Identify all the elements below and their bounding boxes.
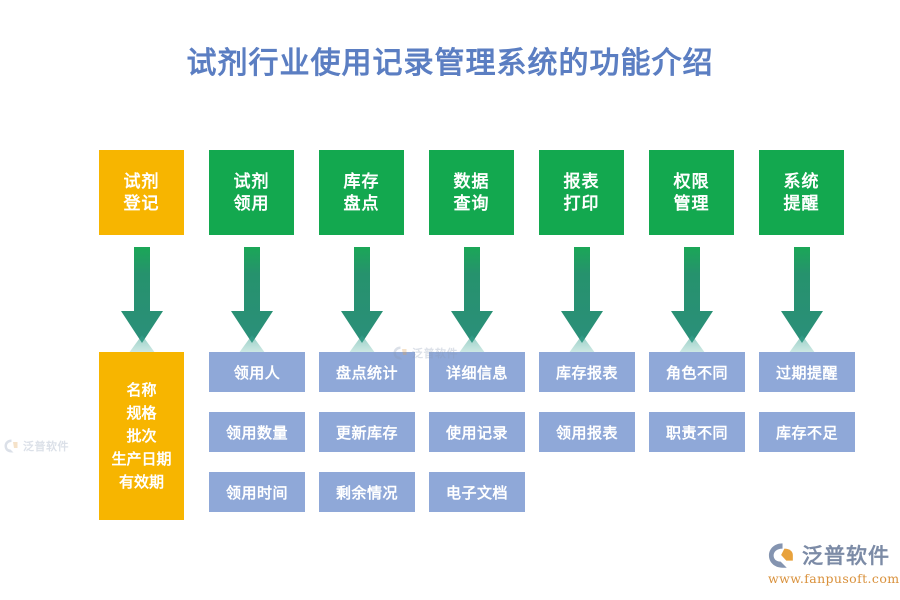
detail-box[interactable]: 领用数量: [209, 412, 305, 452]
arrow-connector-permission-management: [649, 247, 734, 372]
category-label-line1: 试剂: [123, 171, 160, 192]
detail-stack-data-query: 详细信息使用记录电子文档: [429, 352, 525, 532]
down-arrow-icon: [670, 247, 713, 343]
detail-label: 规格: [126, 403, 157, 422]
category-label-line2: 登记: [123, 193, 160, 214]
flow-column-inventory-count: 库存盘点盘点统计更新库存剩余情况: [319, 150, 415, 522]
down-arrow-icon: [120, 247, 163, 343]
detail-label: 库存不足: [775, 423, 838, 442]
detail-label: 名称: [126, 380, 157, 399]
flow-column-reagent-requisition: 试剂领用领用人领用数量领用时间: [209, 150, 305, 522]
detail-label: 角色不同: [665, 363, 728, 382]
detail-label: 使用记录: [445, 423, 508, 442]
detail-box[interactable]: 详细信息: [429, 352, 525, 392]
category-label-line2: 盘点: [343, 193, 380, 214]
detail-stack-reagent-requisition: 领用人领用数量领用时间: [209, 352, 305, 532]
page-title: 试剂行业使用记录管理系统的功能介绍: [186, 46, 714, 81]
detail-label: 电子文档: [445, 483, 508, 502]
flow-diagram: 试剂登记名称规格批次生产日期有效期试剂领用领用人领用数量领用时间库存盘点盘点统计…: [99, 150, 855, 522]
detail-box[interactable]: 领用时间: [209, 472, 305, 512]
detail-stack-permission-management: 角色不同职责不同: [649, 352, 745, 472]
category-label-line2: 管理: [673, 193, 710, 214]
logo-name: 泛普软件: [802, 544, 890, 568]
detail-label: 过期提醒: [775, 363, 838, 382]
detail-label: 领用时间: [225, 483, 288, 502]
detail-label: 剩余情况: [335, 483, 398, 502]
detail-label: 盘点统计: [335, 363, 398, 382]
detail-stack-inventory-count: 盘点统计更新库存剩余情况: [319, 352, 415, 532]
category-label-line2: 打印: [563, 193, 600, 214]
detail-box[interactable]: 领用报表: [539, 412, 635, 452]
category-label-line1: 库存: [343, 171, 380, 192]
category-label-line1: 报表: [563, 171, 600, 192]
category-label-line1: 系统: [783, 171, 820, 192]
detail-box[interactable]: 过期提醒: [759, 352, 855, 392]
down-arrow-icon: [340, 247, 383, 343]
detail-box[interactable]: 剩余情况: [319, 472, 415, 512]
category-label-line1: 数据: [453, 171, 490, 192]
flow-column-report-printing: 报表打印库存报表领用报表: [539, 150, 635, 522]
detail-label: 领用数量: [225, 423, 288, 442]
detail-box[interactable]: 领用人: [209, 352, 305, 392]
detail-box[interactable]: 盘点统计: [319, 352, 415, 392]
category-label-line1: 试剂: [233, 171, 270, 192]
category-box-data-query[interactable]: 数据查询: [429, 150, 514, 235]
category-box-permission-management[interactable]: 权限管理: [649, 150, 734, 235]
detail-box-reagent-registration[interactable]: 名称规格批次生产日期有效期: [99, 352, 184, 520]
flow-column-reagent-registration: 试剂登记名称规格批次生产日期有效期: [99, 150, 195, 522]
detail-box[interactable]: 库存报表: [539, 352, 635, 392]
detail-stack-system-reminder: 过期提醒库存不足: [759, 352, 855, 472]
category-label-line2: 领用: [233, 193, 270, 214]
arrow-connector-reagent-requisition: [209, 247, 294, 372]
category-box-reagent-requisition[interactable]: 试剂领用: [209, 150, 294, 235]
arrow-connector-reagent-registration: [99, 247, 184, 372]
arrow-connector-data-query: [429, 247, 514, 372]
detail-box[interactable]: 职责不同: [649, 412, 745, 452]
detail-label: 详细信息: [445, 363, 508, 382]
arrow-connector-report-printing: [539, 247, 624, 372]
category-box-reagent-registration[interactable]: 试剂登记: [99, 150, 184, 235]
fanpu-logo-icon: [4, 439, 18, 453]
detail-label: 更新库存: [335, 423, 398, 442]
category-label-line1: 权限: [673, 171, 710, 192]
detail-box[interactable]: 使用记录: [429, 412, 525, 452]
detail-label: 职责不同: [665, 423, 728, 442]
detail-label: 生产日期: [111, 449, 172, 468]
category-box-report-printing[interactable]: 报表打印: [539, 150, 624, 235]
fanpu-logo-icon: [768, 542, 793, 568]
detail-box[interactable]: 电子文档: [429, 472, 525, 512]
watermark-left: 泛普软件: [4, 438, 69, 454]
detail-box[interactable]: 库存不足: [759, 412, 855, 452]
detail-box[interactable]: 更新库存: [319, 412, 415, 452]
detail-label: 库存报表: [555, 363, 618, 382]
down-arrow-icon: [230, 247, 273, 343]
detail-label: 领用人: [233, 363, 281, 382]
detail-box[interactable]: 角色不同: [649, 352, 745, 392]
logo-url: www.fanpusoft.com: [768, 571, 900, 586]
brand-logo: 泛普软件 www.fanpusoft.com: [768, 540, 900, 590]
down-arrow-icon: [780, 247, 823, 343]
flow-column-data-query: 数据查询详细信息使用记录电子文档: [429, 150, 525, 522]
down-arrow-icon: [450, 247, 493, 343]
detail-label: 有效期: [118, 472, 164, 491]
arrow-connector-inventory-count: [319, 247, 404, 372]
category-box-system-reminder[interactable]: 系统提醒: [759, 150, 844, 235]
detail-stack-report-printing: 库存报表领用报表: [539, 352, 635, 472]
logo-row: 泛普软件: [768, 540, 896, 570]
flow-column-system-reminder: 系统提醒过期提醒库存不足: [759, 150, 855, 522]
detail-label: 领用报表: [555, 423, 618, 442]
watermark-label: 泛普软件: [23, 440, 69, 453]
detail-label: 批次: [126, 426, 157, 445]
arrow-connector-system-reminder: [759, 247, 844, 372]
down-arrow-icon: [560, 247, 603, 343]
flow-column-permission-management: 权限管理角色不同职责不同: [649, 150, 745, 522]
category-label-line2: 查询: [453, 193, 490, 214]
category-label-line2: 提醒: [783, 193, 820, 214]
category-box-inventory-count[interactable]: 库存盘点: [319, 150, 404, 235]
